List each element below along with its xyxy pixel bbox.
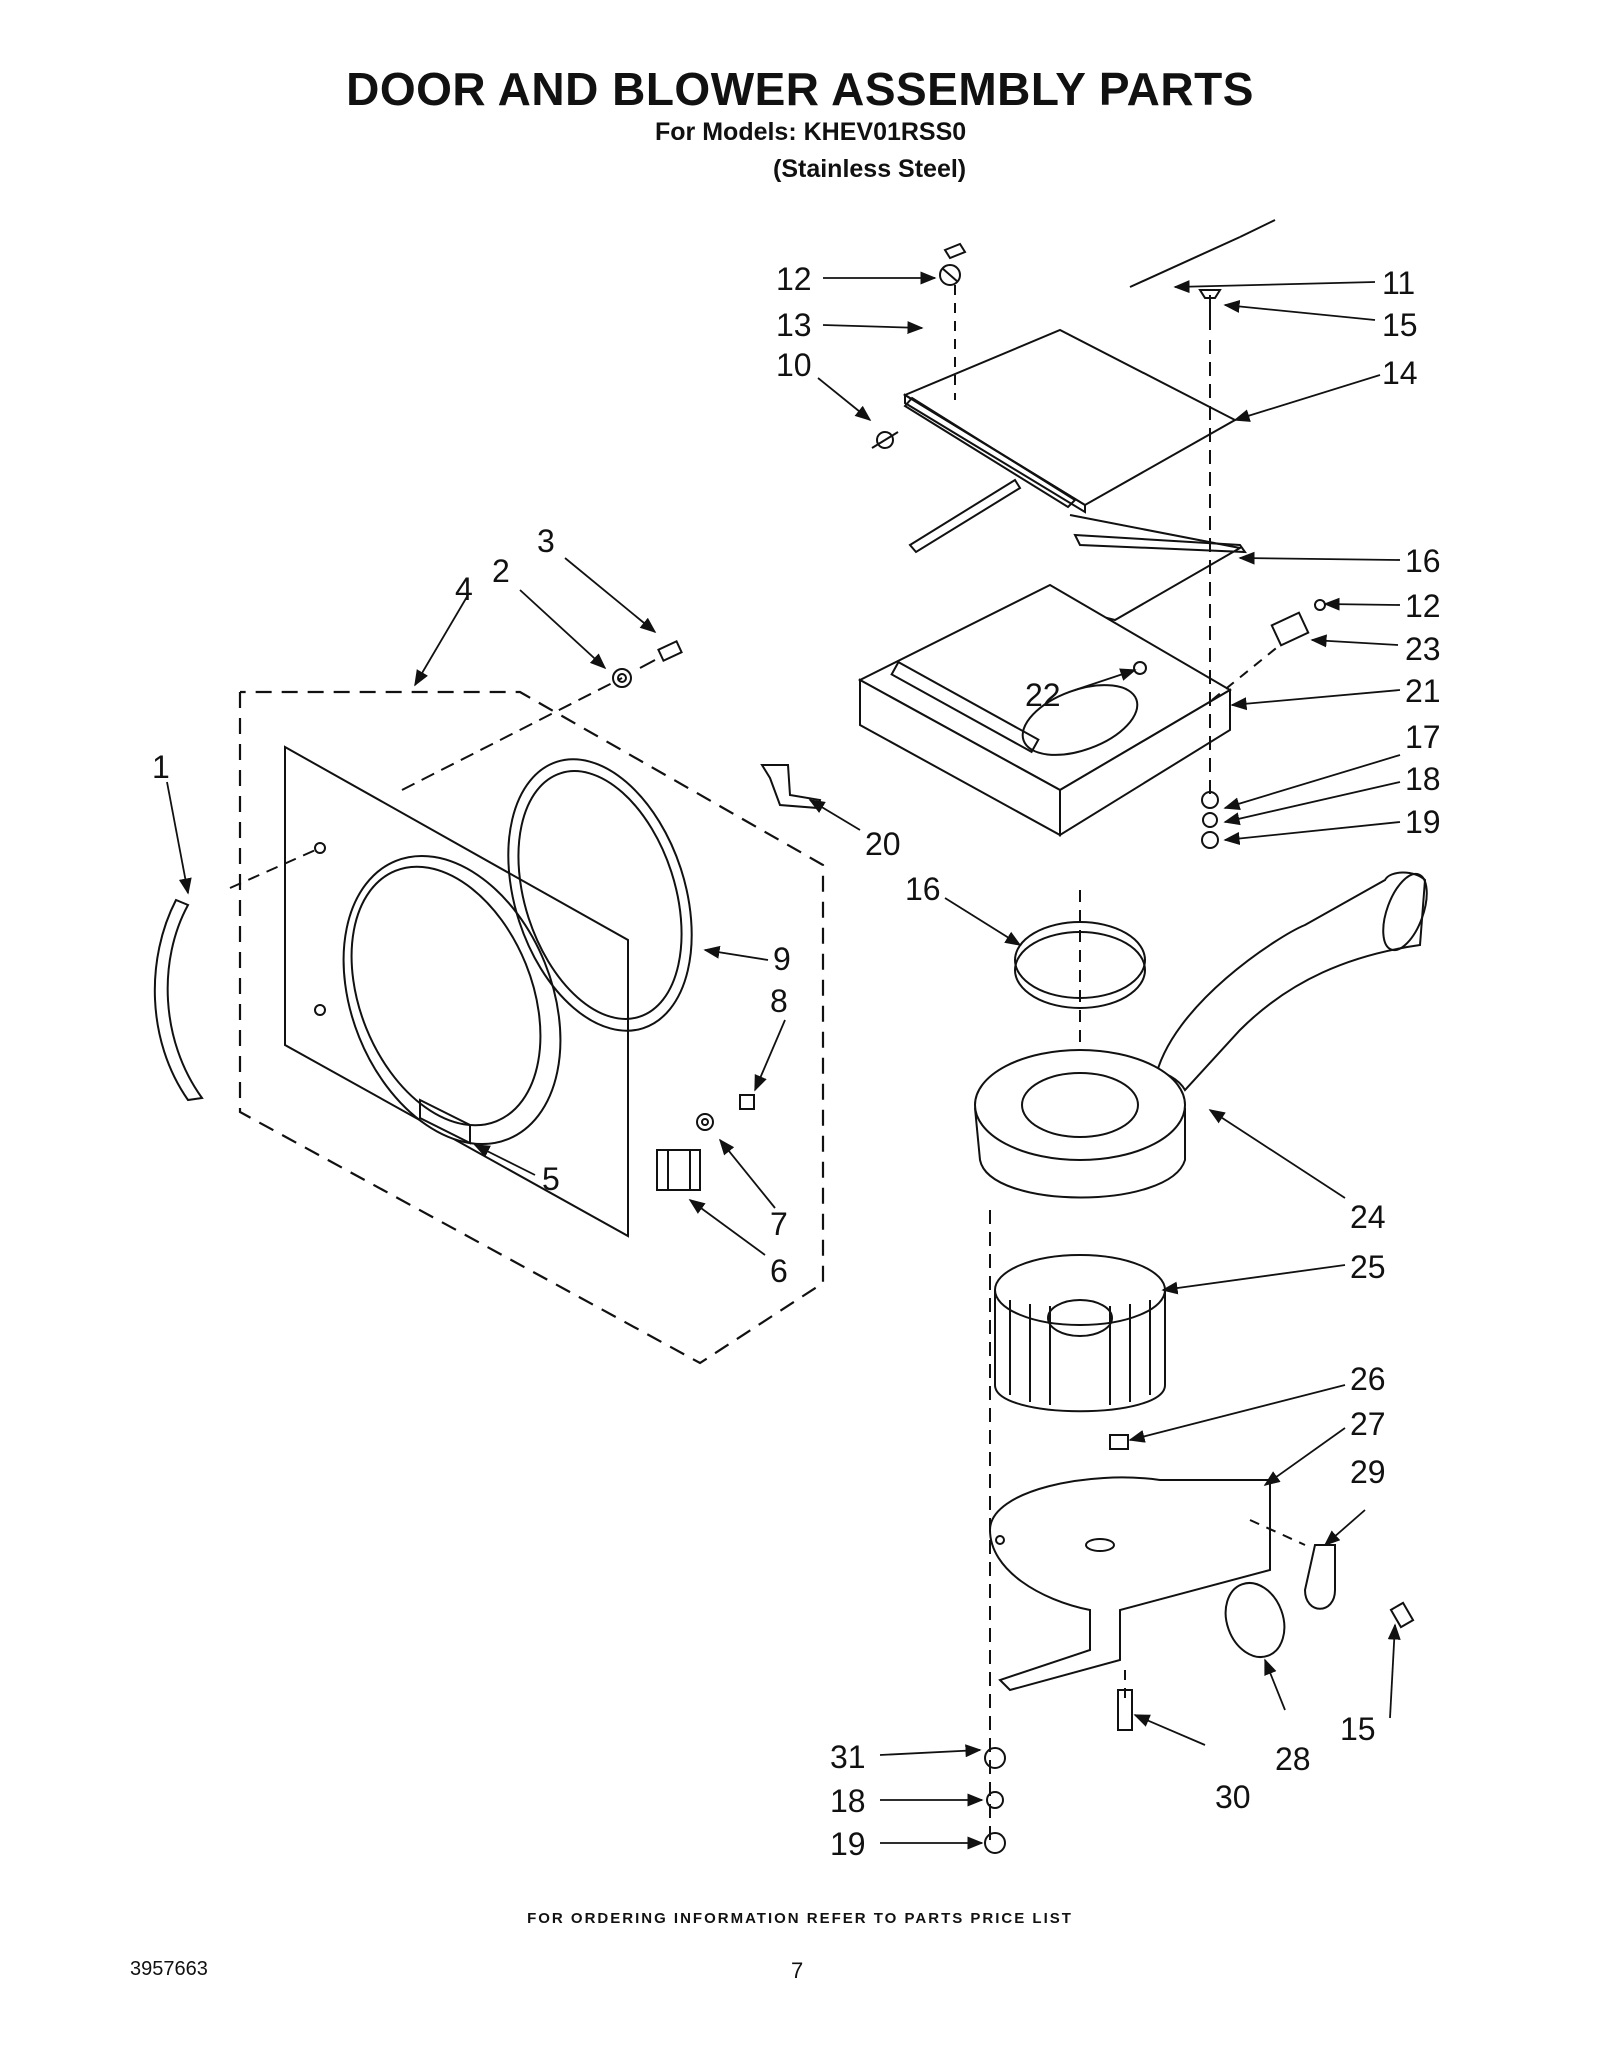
callout-2: 2 — [492, 553, 510, 589]
callout-7: 7 — [770, 1206, 788, 1242]
callout-22: 22 — [1025, 677, 1061, 713]
callout-23: 23 — [1405, 631, 1441, 667]
callout-31: 31 — [830, 1739, 866, 1775]
callout-17: 17 — [1405, 719, 1441, 755]
callout-18-top: 18 — [1405, 761, 1441, 797]
callout-12-top: 12 — [776, 261, 812, 297]
door-handle — [153, 898, 204, 1102]
callout-26: 26 — [1350, 1361, 1386, 1397]
callout-4: 4 — [455, 571, 473, 607]
callout-16-ring: 16 — [905, 871, 941, 907]
callout-8: 8 — [770, 983, 788, 1019]
callout-12-side: 12 — [1405, 588, 1441, 624]
callout-14: 14 — [1382, 355, 1418, 391]
callout-5: 5 — [542, 1161, 560, 1197]
callout-20: 20 — [865, 826, 901, 862]
callout-27: 27 — [1350, 1406, 1386, 1442]
document-number: 3957663 — [130, 1958, 208, 1980]
callout-15-top: 15 — [1382, 307, 1418, 343]
callout-11: 11 — [1382, 265, 1415, 301]
hinge — [656, 1149, 701, 1191]
tray-housing — [857, 583, 1232, 837]
motor-mount-plate — [988, 1476, 1271, 1692]
door-gasket — [507, 758, 693, 1032]
callout-29: 29 — [1350, 1454, 1386, 1490]
callout-19-top: 19 — [1405, 804, 1441, 840]
capacitor-and-clamp — [1224, 1544, 1415, 1658]
door-fasteners — [612, 640, 755, 1131]
door-assembly-outline — [238, 690, 825, 1365]
callout-19-bottom: 19 — [830, 1826, 866, 1862]
page-number: 7 — [791, 1958, 804, 1983]
callout-18-bottom: 18 — [830, 1783, 866, 1819]
callout-15-bottom: 15 — [1340, 1711, 1376, 1747]
callout-25: 25 — [1350, 1249, 1386, 1285]
switch-axis-line — [1211, 644, 1281, 701]
callout-30: 30 — [1215, 1779, 1251, 1815]
callout-9: 9 — [773, 941, 791, 977]
callout-labels: 1 2 3 4 5 6 7 8 9 10 11 12 12 13 14 15 1… — [152, 261, 1441, 1862]
door-panel — [284, 745, 629, 1238]
callout-13: 13 — [776, 307, 812, 343]
models-line: For Models: KHEV01RSS0 — [655, 118, 967, 146]
handle-axis-line — [229, 847, 321, 889]
blower-housing — [974, 871, 1428, 1199]
callout-24: 24 — [1350, 1199, 1386, 1235]
callout-1: 1 — [152, 749, 170, 785]
callout-16-top: 16 — [1405, 543, 1441, 579]
page-title: DOOR AND BLOWER ASSEMBLY PARTS — [346, 63, 1254, 115]
callout-10: 10 — [776, 347, 812, 383]
blower-wheel — [994, 1254, 1166, 1413]
ordering-note: FOR ORDERING INFORMATION REFER TO PARTS … — [527, 1910, 1073, 1927]
callout-6: 6 — [770, 1253, 788, 1289]
leader-arrows — [166, 271, 1401, 1850]
finish-line: (Stainless Steel) — [773, 155, 967, 183]
callout-28: 28 — [1275, 1741, 1311, 1777]
door-axis-line — [401, 677, 623, 791]
callout-21: 21 — [1405, 673, 1441, 709]
callout-3: 3 — [537, 523, 555, 559]
